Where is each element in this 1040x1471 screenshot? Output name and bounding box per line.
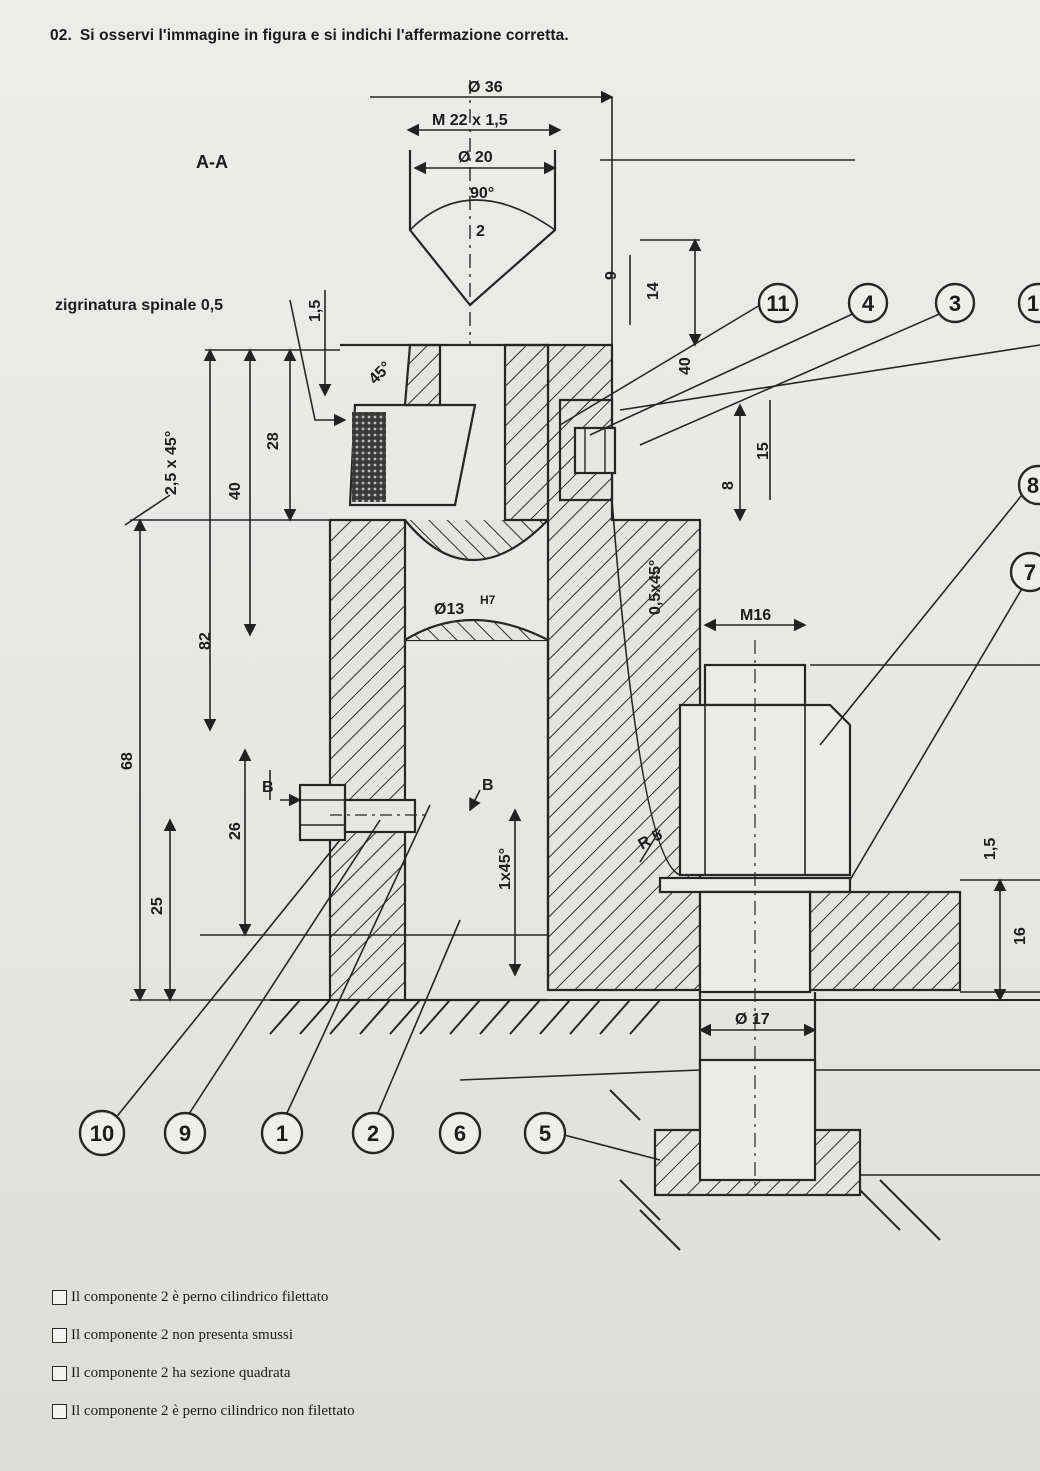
dim-two: 2 [476, 223, 485, 240]
section-label: A-A [196, 152, 228, 172]
dim-d36: Ø 36 [468, 79, 503, 96]
clamp-bolt [611, 499, 1040, 1197]
svg-text:11: 11 [766, 291, 789, 316]
svg-text:1: 1 [276, 1121, 288, 1146]
dim-d40a: 40 [677, 357, 694, 375]
balloon-bottom-1: 1 [260, 1111, 304, 1155]
dim-d68: 68 [119, 752, 136, 770]
svg-text:6: 6 [454, 1121, 466, 1146]
dim-d14: 14 [645, 282, 662, 300]
dim-d16: 16 [1012, 927, 1029, 945]
dim-d2-5x45: 2,5 x 45° [163, 431, 180, 495]
balloon-leaders [109, 304, 1040, 1161]
dimension-labels: Ø 36 M 22 x 1,5 Ø 20 90° 2 9 14 1,5 45° … [55, 79, 1029, 1028]
answer-checkbox[interactable] [52, 1289, 67, 1305]
answer-label: Il componente 2 è perno cilindrico non f… [71, 1402, 355, 1419]
dim-d17: Ø 17 [735, 1011, 770, 1028]
answer-label: Il componente 2 non presenta smussi [71, 1326, 294, 1343]
balloon-top-11: 11 [757, 282, 799, 324]
side-screw [298, 783, 430, 842]
technical-drawing: Ø 36 M 22 x 1,5 Ø 20 90° 2 9 14 1,5 45° … [55, 79, 1040, 1251]
section-mark-b-right: B [482, 777, 494, 794]
part-balloons: 11 4 3 1 8 7 10 9 1 2 6 5 [78, 282, 1040, 1157]
balloon-right-7: 7 [1009, 551, 1040, 593]
dim-ch45: 45° [366, 359, 395, 388]
svg-text:2: 2 [367, 1121, 379, 1146]
svg-text:1: 1 [1027, 291, 1039, 316]
answer-label: Il componente 2 è perno cilindrico filet… [71, 1288, 329, 1305]
dim-d13: Ø13 [434, 601, 464, 618]
balloon-top-4: 4 [847, 282, 889, 324]
balloon-bottom-2: 2 [351, 1111, 395, 1155]
dim-m22: M 22 x 1,5 [432, 112, 508, 129]
answer-checkbox[interactable] [52, 1327, 67, 1343]
answer-options: Il componente 2 è perno cilindrico filet… [52, 1278, 355, 1430]
knob-assembly [340, 343, 550, 522]
answer-label: Il componente 2 ha sezione quadrata [71, 1364, 291, 1381]
balloon-top-1: 1 [1017, 282, 1040, 324]
set-screw [558, 398, 617, 502]
dim-d1-5a: 1,5 [307, 300, 324, 322]
svg-text:4: 4 [862, 291, 875, 316]
balloon-top-3: 3 [934, 282, 976, 324]
svg-text:7: 7 [1024, 560, 1036, 585]
answer-option-3[interactable]: Il componente 2 ha sezione quadrata [52, 1354, 355, 1392]
dimension-lines [124, 90, 1007, 1037]
section-mark-b-left: B [262, 779, 274, 796]
dim-d15: 15 [755, 442, 772, 460]
dim-d1x45: 1x45° [497, 848, 514, 890]
balloon-right-8: 8 [1017, 464, 1040, 506]
dim-m16: M16 [740, 607, 771, 624]
dim-d8: 8 [720, 481, 737, 490]
svg-text:3: 3 [949, 291, 961, 316]
body-block [328, 343, 702, 1002]
balloon-bottom-10: 10 [78, 1109, 126, 1157]
answer-option-1[interactable]: Il componente 2 è perno cilindrico filet… [52, 1278, 355, 1316]
question-heading: 02. Si osservi l'immagine in figura e si … [50, 27, 569, 45]
dim-d25: 25 [149, 897, 166, 915]
dim-d1-5b: 1,5 [982, 838, 999, 860]
dim-fit: H7 [480, 593, 496, 607]
dim-d82: 82 [197, 632, 214, 650]
question-text: Si osservi l'immagine in figura e si ind… [79, 27, 569, 44]
dim-d40b: 40 [227, 482, 244, 500]
cone-tip [408, 80, 557, 345]
dim-d9: 9 [603, 271, 620, 280]
balloon-bottom-9: 9 [163, 1111, 207, 1155]
balloon-bottom-6: 6 [438, 1111, 482, 1155]
svg-text:5: 5 [539, 1121, 551, 1146]
answer-option-4[interactable]: Il componente 2 è perno cilindrico non f… [52, 1392, 355, 1430]
svg-text:8: 8 [1027, 473, 1039, 498]
dim-d20: Ø 20 [458, 149, 493, 166]
answer-checkbox[interactable] [52, 1365, 67, 1381]
dim-d26: 26 [227, 822, 244, 840]
answer-option-2[interactable]: Il componente 2 non presenta smussi [52, 1316, 355, 1354]
dim-d28: 28 [265, 432, 282, 450]
dim-ang90: 90° [470, 185, 494, 202]
answer-checkbox[interactable] [52, 1403, 67, 1419]
svg-text:9: 9 [179, 1121, 191, 1146]
question-number: 02. [50, 27, 72, 44]
balloon-bottom-5: 5 [523, 1111, 567, 1155]
dim-d0-5x45: 0,5x45° [647, 560, 664, 615]
svg-text:10: 10 [90, 1121, 114, 1146]
knurl-note: zigrinatura spinale 0,5 [55, 297, 223, 314]
